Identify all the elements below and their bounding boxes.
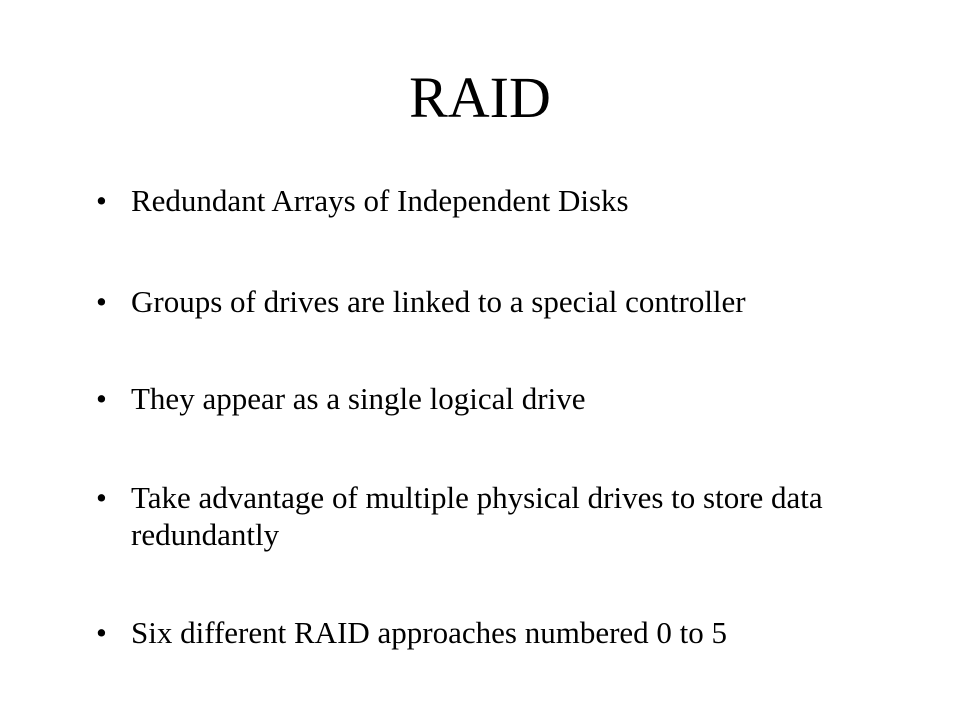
bullet-dot-icon: • (96, 284, 107, 319)
bullet-text: Take advantage of multiple physical driv… (131, 480, 823, 552)
bullet-text: They appear as a single logical drive (131, 381, 586, 416)
bullet-item: • They appear as a single logical drive (96, 380, 916, 417)
bullet-dot-icon: • (96, 615, 107, 650)
bullet-item: • Take advantage of multiple physical dr… (96, 479, 916, 553)
bullet-dot-icon: • (96, 381, 107, 416)
slide-title: RAID (409, 65, 551, 130)
bullet-item: • Redundant Arrays of Independent Disks (96, 182, 916, 219)
bullet-item: • Six different RAID approaches numbered… (96, 614, 916, 651)
bullet-text: Groups of drives are linked to a special… (131, 284, 746, 319)
bullet-item: • Groups of drives are linked to a speci… (96, 283, 916, 320)
bullet-text: Six different RAID approaches numbered 0… (131, 615, 728, 650)
bullet-dot-icon: • (96, 183, 107, 218)
bullet-dot-icon: • (96, 480, 107, 515)
bullet-text: Redundant Arrays of Independent Disks (131, 183, 629, 218)
